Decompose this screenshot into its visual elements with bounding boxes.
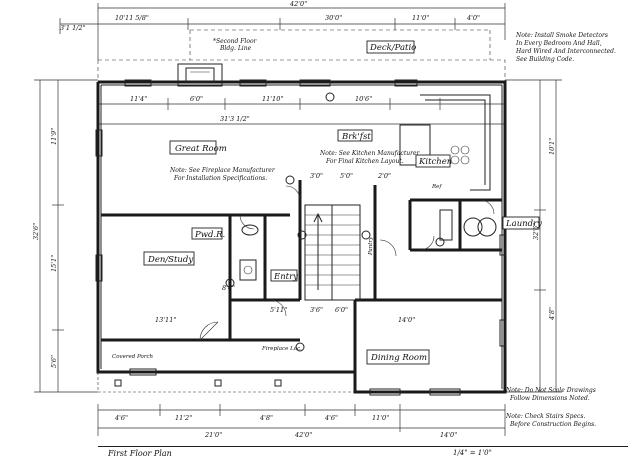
fireplace-tag: Fireplace Loc. <box>261 346 302 352</box>
second-floor-note: *Second Floor Bldg. Line <box>213 38 258 52</box>
great-room-label: Great Room <box>175 144 227 154</box>
dim-right-overall: 32'6" <box>532 223 540 240</box>
no-scale-note: Note: Do Not Scale Drawings Follow Dimen… <box>505 387 596 402</box>
dim-bottom-3: 4'8" <box>259 414 273 422</box>
dim-bottom-2: 11'2" <box>175 414 192 422</box>
powder-room-label: Pwd.R. <box>194 230 225 240</box>
interior-walls <box>101 94 502 372</box>
dim-bottom-6: 21'0" <box>204 431 222 439</box>
stairs-note: Note: Check Stairs Specs. Before Constru… <box>505 413 596 428</box>
dim-right-2: 4'8" <box>548 307 556 321</box>
deck-patio-label: Deck/Patio <box>369 43 416 53</box>
dim-mid-4: 10'6" <box>355 95 372 103</box>
title-block: First Floor Plan 1/4" = 1'0" <box>98 446 628 461</box>
dim-mid-3: 11'10" <box>262 95 283 103</box>
dim-left-2: 15'1" <box>50 255 58 272</box>
dim-misc-2: 3'0" <box>310 172 323 180</box>
dim-misc-4: 2'0" <box>377 172 391 180</box>
dim-misc-1: 3'1 1/2" <box>60 24 86 32</box>
svg-text:Follow Dimensions Noted.: Follow Dimensions Noted. <box>509 395 590 402</box>
dim-left-1: 11'9" <box>50 128 58 145</box>
dim-top-1: 10'11 5/8" <box>115 14 149 22</box>
svg-text:Bldg. Line: Bldg. Line <box>219 45 252 52</box>
pantry-tag: Pantry <box>368 236 374 256</box>
dim-mid-2: 6'0" <box>190 95 203 103</box>
covered-porch <box>97 372 355 393</box>
ref-tag: Ref <box>431 184 442 190</box>
svg-text:See Building Code.: See Building Code. <box>516 56 574 63</box>
dim-bottom-5: 11'0" <box>372 414 389 422</box>
plan-title: First Floor Plan <box>108 449 172 458</box>
kitchen-manufacturer-note: Note: See Kitchen Manufacturer For Final… <box>319 150 421 165</box>
dim-bottom-1: 4'6" <box>114 414 128 422</box>
dim-right-1: 10'1" <box>548 138 556 155</box>
svg-text:In Every Bedroom And Hall,: In Every Bedroom And Hall, <box>515 40 602 47</box>
stairs <box>304 204 361 301</box>
dim-top-3: 11'0" <box>412 14 429 22</box>
den-study-label: Den/Study <box>147 255 193 265</box>
windows <box>95 79 507 396</box>
laundry-label: Laundry <box>505 219 542 229</box>
dim-left-overall-2: 32'6" <box>32 223 40 240</box>
svg-text:Note: Install Smoke Detectors: Note: Install Smoke Detectors <box>515 32 608 39</box>
deck-patio-area <box>97 29 506 83</box>
dim-top-2: 30'0" <box>325 14 342 22</box>
room-label-boxes <box>143 40 540 365</box>
dim-bottom-overall: 42'0" <box>294 431 312 439</box>
dim-bottom-4: 4'6" <box>324 414 338 422</box>
dim-misc-8: 8'6" <box>222 284 235 292</box>
dim-misc-6: 6'0" <box>335 306 348 314</box>
dim-top-4: 4'0" <box>466 14 480 22</box>
svg-text:Note: Check Stairs Specs.: Note: Check Stairs Specs. <box>505 413 585 420</box>
doors <box>199 185 495 341</box>
dim-misc-7: 5'11" <box>270 306 287 314</box>
svg-text:For Installation Specification: For Installation Specifications. <box>173 175 267 182</box>
dining-room-label: Dining Room <box>370 353 427 363</box>
dim-mid-1: 11'4" <box>130 95 147 103</box>
svg-text:Note: See Kitchen Manufacturer: Note: See Kitchen Manufacturer <box>319 150 421 157</box>
svg-text:Before Construction Begins.: Before Construction Begins. <box>509 421 596 428</box>
symbols <box>225 92 445 352</box>
svg-text:For Final Kitchen Layout.: For Final Kitchen Layout. <box>325 158 404 165</box>
entry-label: Entry <box>273 272 298 282</box>
dim-left-3: 5'6" <box>50 355 58 368</box>
svg-text:Note: Do Not Scale Drawings: Note: Do Not Scale Drawings <box>505 387 596 394</box>
fireplace <box>177 63 223 87</box>
plan-scale: 1/4" = 1'0" <box>453 449 492 457</box>
dim-misc-5: 3'6" <box>310 306 323 314</box>
svg-text:Note: See Fireplace Manufactur: Note: See Fireplace Manufacturer <box>169 167 276 174</box>
svg-text:Hard Wired And Interconnected.: Hard Wired And Interconnected. <box>515 48 616 55</box>
svg-text:*Second Floor: *Second Floor <box>213 38 258 45</box>
dimension-lines <box>34 3 562 436</box>
dim-top-overall: 42'0" <box>289 0 307 8</box>
fireplace-note: Note: See Fireplace Manufacturer For Ins… <box>169 167 276 182</box>
dim-mid-overall: 31'3 1/2" <box>220 115 250 123</box>
smoke-detector-note: Note: Install Smoke Detectors In Every B… <box>515 32 616 63</box>
fixtures <box>239 145 497 281</box>
dim-misc-3: 5'0" <box>340 172 353 180</box>
kitchen-label: Kitchen <box>418 157 452 167</box>
covered-porch-label: Covered Porch <box>112 354 154 360</box>
dim-bottom-7: 14'0" <box>440 431 457 439</box>
dim-den-width: 13'11" <box>155 316 176 324</box>
dim-dining-width: 14'0" <box>398 316 415 324</box>
brkfst-label: Brk'fst <box>341 132 371 142</box>
